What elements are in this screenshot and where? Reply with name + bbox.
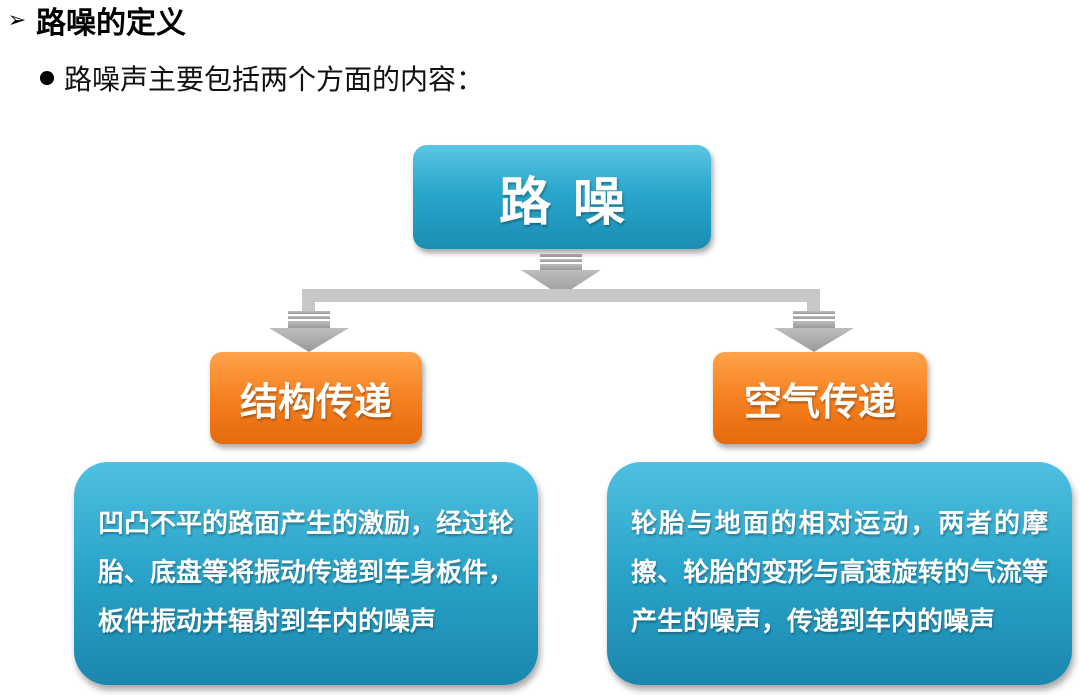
description-text: 凹凸不平的路面产生的激励，经过轮胎、底盘等将振动传递到车身板件，板件振动并辐射到… bbox=[98, 509, 515, 637]
description-box-structure: 凹凸不平的路面产生的激励，经过轮胎、底盘等将振动传递到车身板件，板件振动并辐射到… bbox=[74, 462, 538, 685]
section-title: 路噪的定义 bbox=[36, 6, 186, 41]
root-node-label: 路噪 bbox=[498, 172, 647, 233]
bullet-point: 路噪声主要包括两个方面的内容： bbox=[40, 58, 484, 98]
arrow-down-icon bbox=[269, 311, 349, 352]
branch-node-air: 空气传递 bbox=[713, 352, 927, 444]
branch-label: 结构传递 bbox=[239, 379, 392, 424]
arrow-down-icon bbox=[774, 311, 854, 352]
bullet-dot-icon bbox=[40, 71, 54, 85]
description-box-air: 轮胎与地面的相对运动，两者的摩擦、轮胎的变形与高速旋转的气流等产生的噪声，传递到… bbox=[607, 462, 1072, 685]
branch-node-structure: 结构传递 bbox=[210, 352, 422, 444]
left-connector-stem bbox=[302, 289, 315, 311]
section-heading: ➢ 路噪的定义 bbox=[4, 0, 186, 41]
horizontal-connector-bar bbox=[302, 289, 820, 302]
arrow-bullet-icon: ➢ bbox=[7, 7, 27, 33]
branch-label: 空气传递 bbox=[743, 379, 896, 424]
root-node-box: 路噪 bbox=[413, 145, 711, 249]
description-text: 轮胎与地面的相对运动，两者的摩擦、轮胎的变形与高速旋转的气流等产生的噪声，传递到… bbox=[631, 509, 1048, 637]
right-connector-stem bbox=[807, 289, 820, 311]
bullet-text: 路噪声主要包括两个方面的内容： bbox=[64, 63, 485, 96]
arrow-down-icon bbox=[521, 254, 601, 296]
